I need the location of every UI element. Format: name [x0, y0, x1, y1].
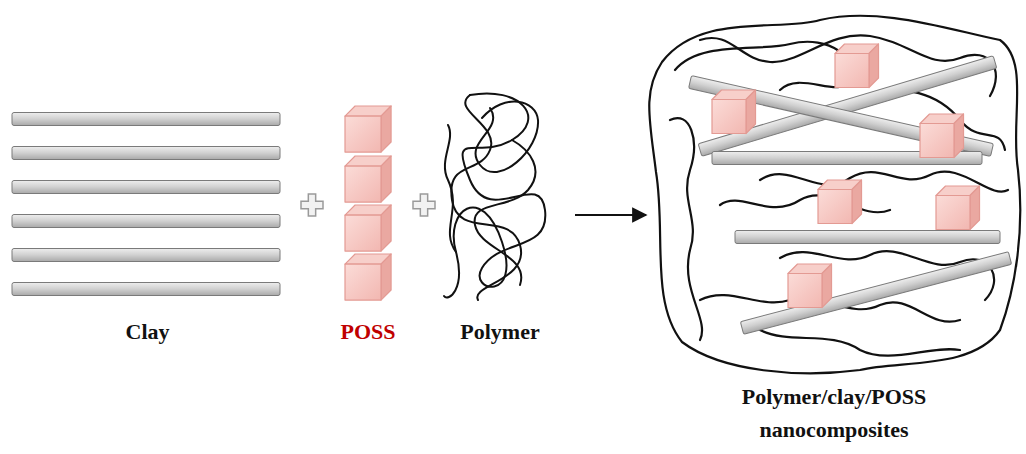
poss-cube [345, 205, 391, 251]
clay-layer [12, 113, 280, 126]
plus-sign [301, 194, 323, 216]
composite-illustration [649, 16, 1020, 374]
poss-cube [345, 106, 391, 152]
plus-sign [413, 194, 435, 216]
node-label: Clay [126, 315, 170, 348]
reaction-arrow [575, 214, 646, 216]
poss-cube [345, 254, 391, 300]
group-node: Clay [5, 100, 290, 352]
poss-cube [345, 156, 391, 202]
polymer-chain [444, 93, 545, 300]
poss-cube [920, 114, 964, 158]
group-node: Polymer [425, 85, 575, 352]
poss-cubes [345, 106, 391, 300]
clay-layer [12, 249, 280, 262]
clay-layer [12, 181, 280, 194]
clay-layers [12, 113, 280, 296]
group-node: POSS [322, 100, 414, 352]
clay-layer [735, 231, 1000, 244]
poss-cube [936, 186, 980, 230]
poss-cube [712, 90, 756, 134]
node-label: Polymer/clay/POSS nanocomposites [709, 380, 959, 446]
clay-layer [12, 147, 280, 160]
poss-cube [818, 180, 862, 224]
poss-cube [788, 264, 832, 308]
node-label: POSS [340, 315, 395, 348]
clay-layer [12, 215, 280, 228]
node-label: Polymer [460, 315, 539, 348]
poss-cube [835, 44, 879, 88]
group-node: Polymer/clay/POSS nanocomposites [648, 6, 1020, 450]
clay-layer [740, 252, 1011, 335]
clay-layer [12, 283, 280, 296]
